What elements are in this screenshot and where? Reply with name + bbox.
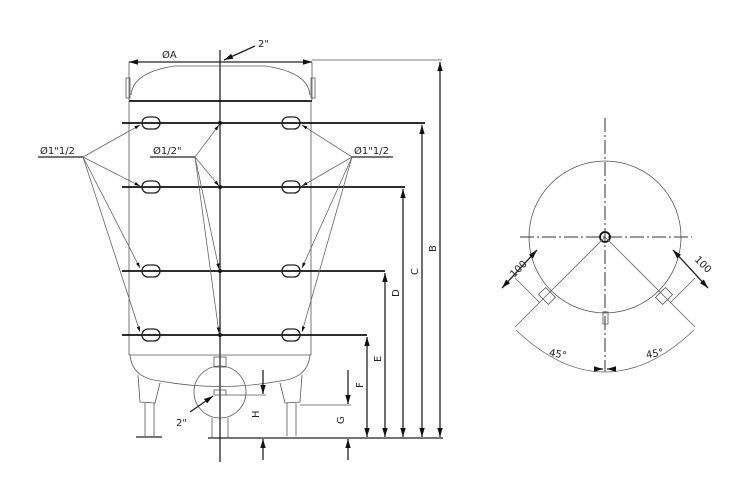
dim-f-label: F <box>355 382 366 388</box>
angle-right-label: 45° <box>645 347 664 361</box>
dim-b-label: B <box>428 245 439 252</box>
dimension-labels: B C D E F G H <box>251 245 439 424</box>
nozzle-rows <box>122 116 425 342</box>
dim-d-label: D <box>391 289 402 297</box>
center-nozzle-label: Ø1/2" <box>153 145 182 157</box>
dim-g-label: G <box>336 416 347 424</box>
center-connection <box>599 231 611 243</box>
dim-e-label: E <box>373 356 384 362</box>
legs <box>136 374 303 438</box>
bottom-connection-label: 2" <box>176 418 187 429</box>
top-connection-leader <box>223 45 256 61</box>
bottom-connection <box>193 365 247 419</box>
top-view: 100 100 45° 45° <box>501 118 713 373</box>
leg-right <box>654 286 674 306</box>
leg-left <box>537 286 557 306</box>
angle-left-label: 45° <box>548 348 567 362</box>
angle-arc <box>515 329 695 373</box>
dim-h-label: H <box>251 410 262 418</box>
dim-c-label: C <box>410 268 421 275</box>
top-connection-label: 2" <box>258 39 269 50</box>
nozzle-leaders <box>38 124 393 334</box>
shell-bottom <box>129 354 311 387</box>
right-nozzle-label: Ø1"1/2 <box>354 145 389 157</box>
offset-right-label: 100 <box>692 254 713 275</box>
tank-dome <box>130 65 311 96</box>
dim-a-label: ØA <box>162 49 177 61</box>
front-view: ØA 2" <box>38 39 443 462</box>
dimension-lines <box>260 59 443 460</box>
left-nozzle-label: Ø1"1/2 <box>40 145 75 157</box>
